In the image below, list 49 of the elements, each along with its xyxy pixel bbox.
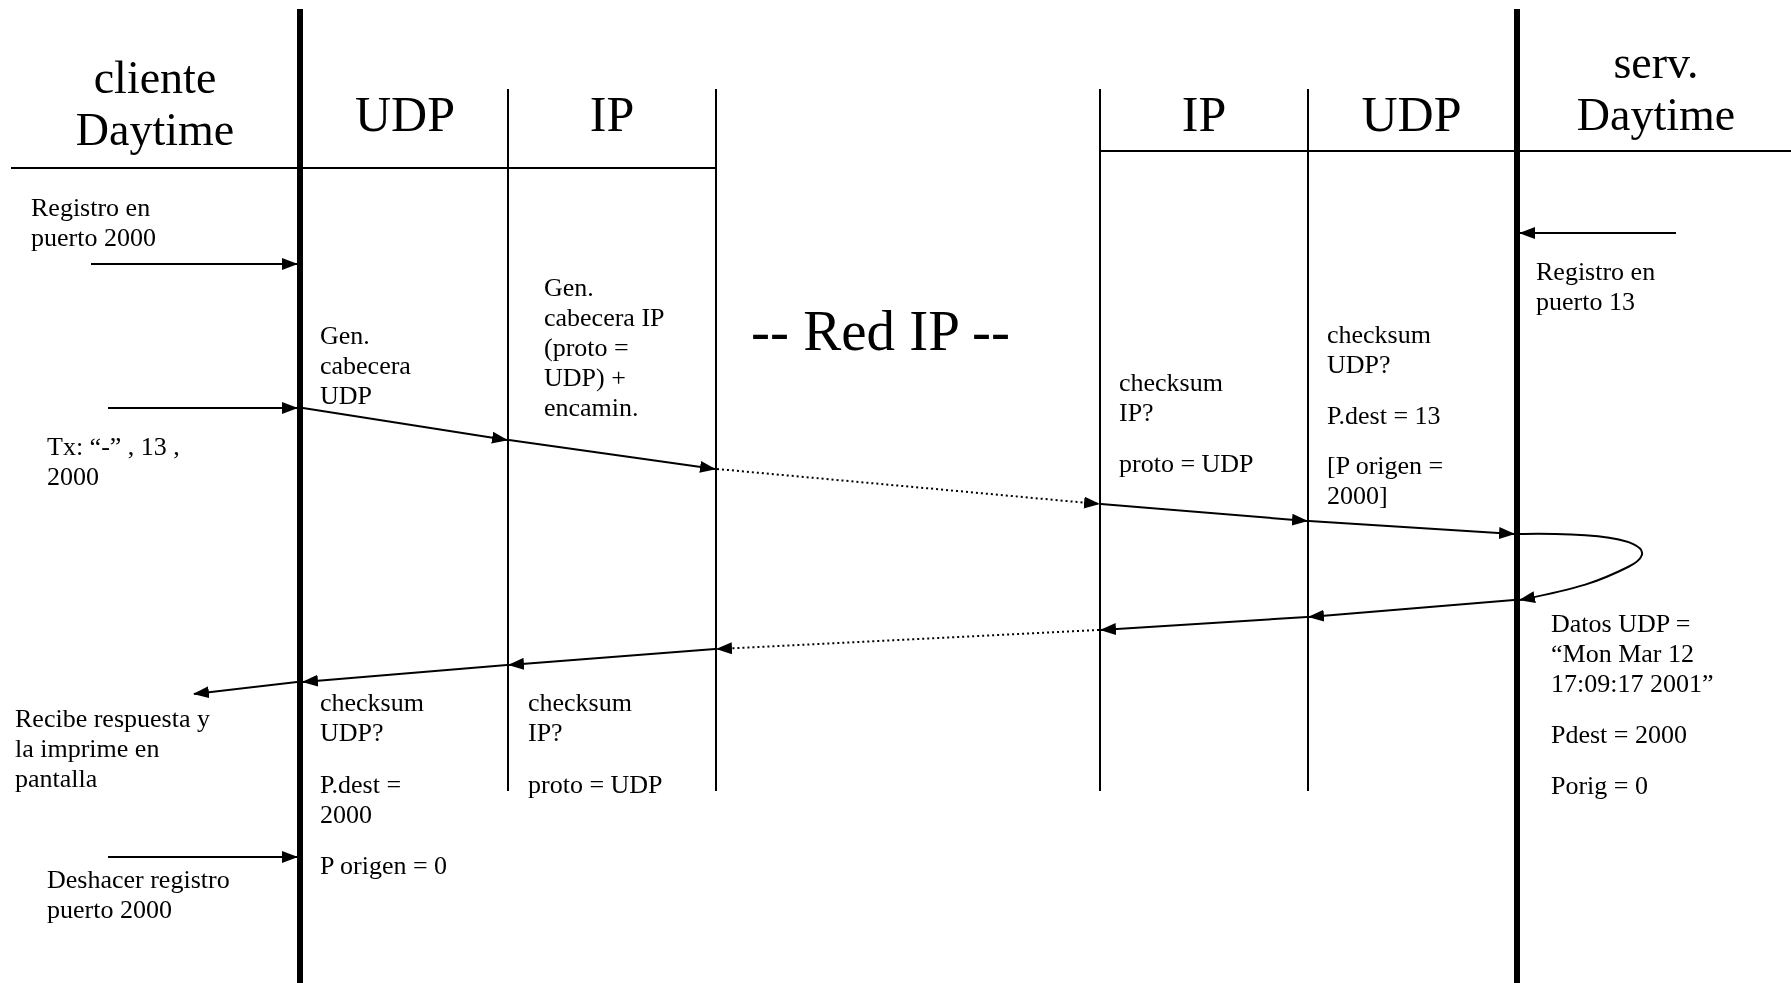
network-label: -- Red IP -- (751, 298, 1012, 364)
step-note: Gen. cabecera UDP (320, 321, 412, 411)
step-note: proto = UDP (528, 770, 664, 800)
column-heading: cliente Daytime (74, 52, 236, 156)
lifeline (1514, 9, 1520, 983)
step-note: Pdest = 2000 (1551, 720, 1688, 750)
lifeline (715, 89, 717, 791)
step-note: Recibe respuesta y la imprime en pantalla (15, 694, 225, 794)
arrow (716, 468, 1100, 509)
arrow (508, 648, 716, 670)
lifeline (297, 9, 303, 983)
arrow (1519, 227, 1677, 239)
step-note: P origen = 0 (320, 851, 449, 881)
step-note: P.dest = 2000 (320, 770, 403, 830)
step-note: [P origen = 2000] (1327, 451, 1445, 511)
arrow (302, 407, 508, 444)
lifeline (1307, 89, 1309, 791)
step-note: P.dest = 13 (1327, 401, 1442, 431)
step-note: Porig = 0 (1551, 771, 1649, 801)
arrow (1100, 503, 1308, 526)
lifeline (507, 89, 509, 791)
arrow (90, 258, 298, 270)
arrow (107, 851, 298, 863)
step-note: checksum UDP? (320, 688, 425, 748)
column-heading: IP (588, 86, 636, 142)
column-heading: UDP (1360, 86, 1463, 142)
column-heading: UDP (354, 86, 456, 142)
step-note: proto = UDP (1119, 449, 1255, 479)
step-note: checksum IP? (528, 688, 633, 748)
step-note: Tx: “-” , 13 , 2000 (47, 408, 227, 492)
step-note: Deshacer registro puerto 2000 (47, 857, 292, 925)
arrow (302, 664, 508, 687)
arrow (508, 439, 716, 473)
step-note: Gen. cabecera IP (proto = UDP) + encamin. (544, 273, 665, 423)
column-heading: IP (1180, 86, 1228, 142)
step-note: Datos UDP = “Mon Mar 12 17:09:17 2001” (1551, 609, 1715, 699)
step-note: checksum UDP? (1327, 320, 1432, 380)
lifeline (1099, 89, 1101, 791)
arrow (1308, 599, 1515, 622)
arrow (1100, 616, 1308, 636)
arrow (107, 402, 298, 414)
arrow (193, 681, 298, 699)
arrow (1519, 532, 1643, 603)
arrow (1308, 520, 1515, 540)
step-note: checksum IP? (1119, 368, 1224, 428)
arrow (716, 629, 1100, 655)
column-heading: serv. Daytime (1575, 37, 1737, 141)
step-note: Registro en puerto 2000 (31, 193, 201, 265)
step-note: Registro en puerto 13 (1536, 233, 1711, 317)
